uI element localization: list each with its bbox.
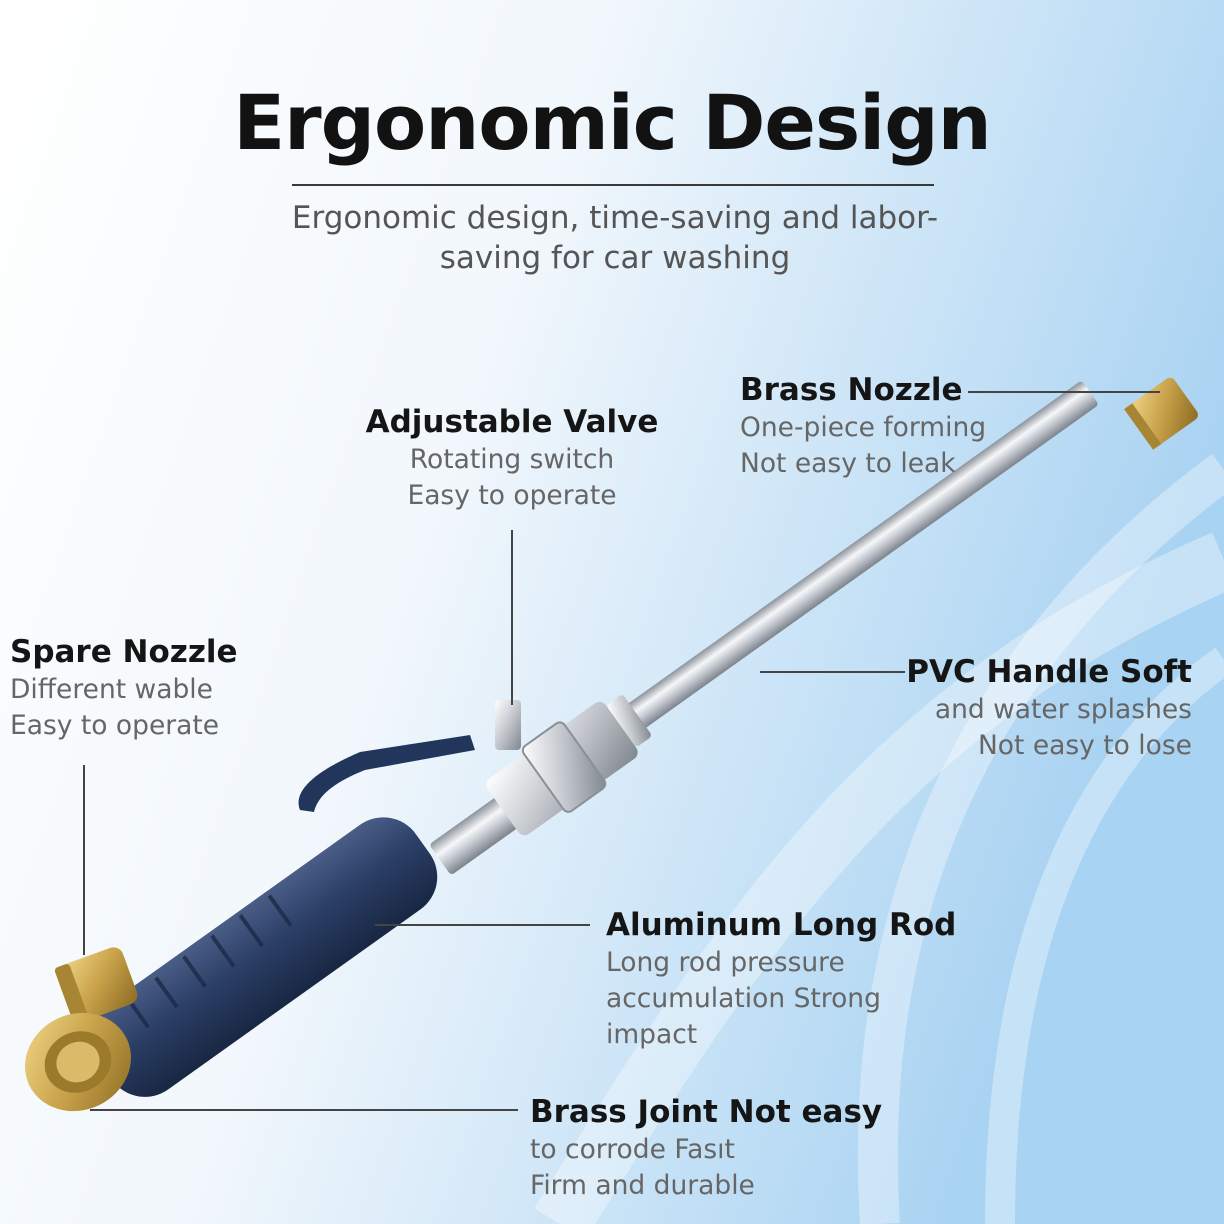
callout-line: Rotating switch bbox=[409, 444, 615, 475]
title-divider bbox=[292, 184, 934, 186]
callout-heading: Spare Nozzle bbox=[10, 634, 238, 670]
callout-line: One-piece forming bbox=[740, 412, 987, 443]
callout-heading: PVC Handle Soft bbox=[906, 654, 1192, 690]
callout-line: Firm and durable bbox=[530, 1170, 755, 1201]
callout-aluminum-rod: Aluminum Long Rod Long rod pressure accu… bbox=[606, 905, 956, 1053]
page-subtitle: Ergonomic design, time-saving and labor-… bbox=[291, 200, 939, 276]
callout-line: impact bbox=[606, 1019, 698, 1050]
callout-pvc-handle: PVC Handle Soft and water splashes Not e… bbox=[880, 652, 1192, 764]
callout-line: accumulation Strong bbox=[606, 983, 881, 1014]
callout-heading: Brass Nozzle bbox=[740, 372, 963, 408]
callout-brass-joint: Brass Joint Not easy to corrode Fasıt Fi… bbox=[530, 1092, 882, 1204]
callout-heading: Adjustable Valve bbox=[365, 404, 659, 440]
page-title: Ergonomic Design bbox=[233, 78, 992, 167]
callout-line: Different wable bbox=[10, 674, 213, 705]
callout-line: Not easy to leak bbox=[740, 448, 956, 479]
callout-spare-nozzle: Spare Nozzle Different wable Easy to ope… bbox=[10, 632, 238, 744]
callout-line: and water splashes bbox=[934, 694, 1192, 725]
callout-heading: Aluminum Long Rod bbox=[606, 907, 957, 943]
callout-brass-nozzle: Brass Nozzle One-piece forming Not easy … bbox=[740, 370, 986, 482]
callout-line: Easy to operate bbox=[407, 480, 617, 511]
callout-line: Easy to operate bbox=[10, 710, 220, 741]
callout-line: Long rod pressure bbox=[606, 947, 845, 978]
callout-line: to corrode Fasıt bbox=[530, 1134, 735, 1165]
callout-heading: Brass Joint Not easy bbox=[530, 1094, 883, 1130]
callout-line: Not easy to lose bbox=[977, 730, 1192, 761]
callout-adjustable-valve: Adjustable Valve Rotating switch Easy to… bbox=[362, 402, 662, 514]
